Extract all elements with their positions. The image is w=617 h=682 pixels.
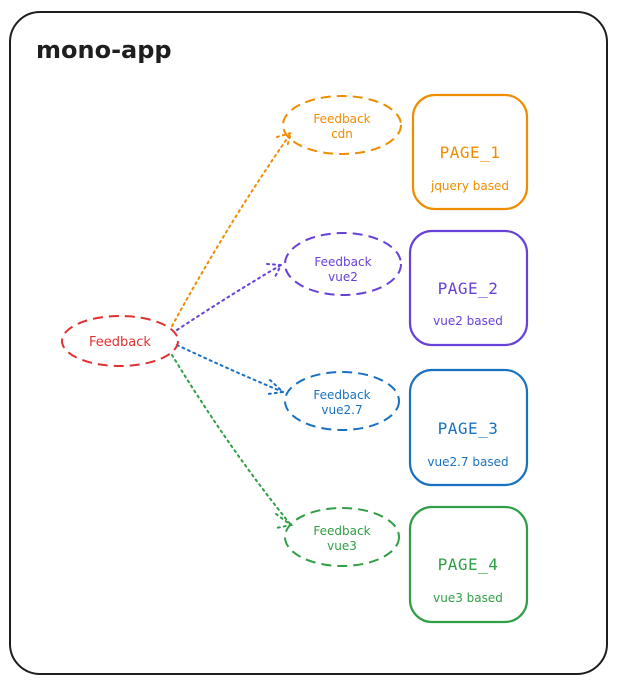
module-label-line2: cdn — [331, 127, 353, 141]
page-subtitle: vue3 based — [433, 591, 503, 605]
page-subtitle: vue2 based — [433, 314, 503, 328]
module-label-line2: vue2 — [328, 270, 358, 284]
connector-vue27 — [176, 344, 284, 393]
page-box — [408, 505, 529, 624]
page-title: PAGE_3 — [438, 419, 499, 438]
page-box-3: PAGE_3 vue2.7 based — [408, 368, 529, 487]
page-box — [408, 368, 529, 487]
module-label-line1: Feedback — [313, 524, 370, 538]
module-feedback-vue2: Feedback vue2 — [284, 232, 402, 296]
module-label-line2: vue2.7 — [321, 403, 362, 417]
module-label-line1: Feedback — [313, 112, 370, 126]
container-title: mono-app — [36, 36, 172, 64]
arrowhead-vue27 — [267, 379, 286, 395]
page-title: PAGE_4 — [438, 555, 499, 574]
module-ellipse — [282, 95, 402, 155]
module-feedback-vue27: Feedback vue2.7 — [284, 371, 400, 431]
page-subtitle: vue2.7 based — [427, 455, 508, 469]
page-subtitle: jquery based — [430, 179, 509, 193]
feedback-source-label: Feedback — [89, 335, 151, 350]
feedback-source-ellipse — [61, 315, 179, 367]
page-title: PAGE_2 — [438, 279, 499, 298]
arrowhead-cdn — [276, 131, 293, 148]
module-label-line2: vue3 — [327, 539, 357, 553]
module-label-line1: Feedback — [314, 255, 371, 269]
page-box-4: PAGE_4 vue3 based — [408, 505, 529, 624]
connector-vue3 — [171, 354, 292, 526]
module-ellipse — [284, 232, 402, 296]
mono-app-container — [9, 11, 608, 675]
connectors — [171, 131, 294, 529]
page-title: PAGE_1 — [440, 143, 501, 162]
arrowhead-vue2 — [266, 263, 283, 278]
page-box — [411, 93, 529, 211]
module-ellipse — [284, 507, 400, 567]
page-box — [408, 229, 529, 347]
module-feedback-vue3: Feedback vue3 — [284, 507, 400, 567]
page-box-2: PAGE_2 vue2 based — [408, 229, 529, 347]
connector-cdn — [171, 132, 292, 327]
page-box-1: PAGE_1 jquery based — [411, 93, 529, 211]
module-label-line1: Feedback — [313, 388, 370, 402]
module-feedback-cdn: Feedback cdn — [282, 95, 402, 155]
connector-vue2 — [176, 264, 282, 331]
module-ellipse — [284, 371, 400, 431]
